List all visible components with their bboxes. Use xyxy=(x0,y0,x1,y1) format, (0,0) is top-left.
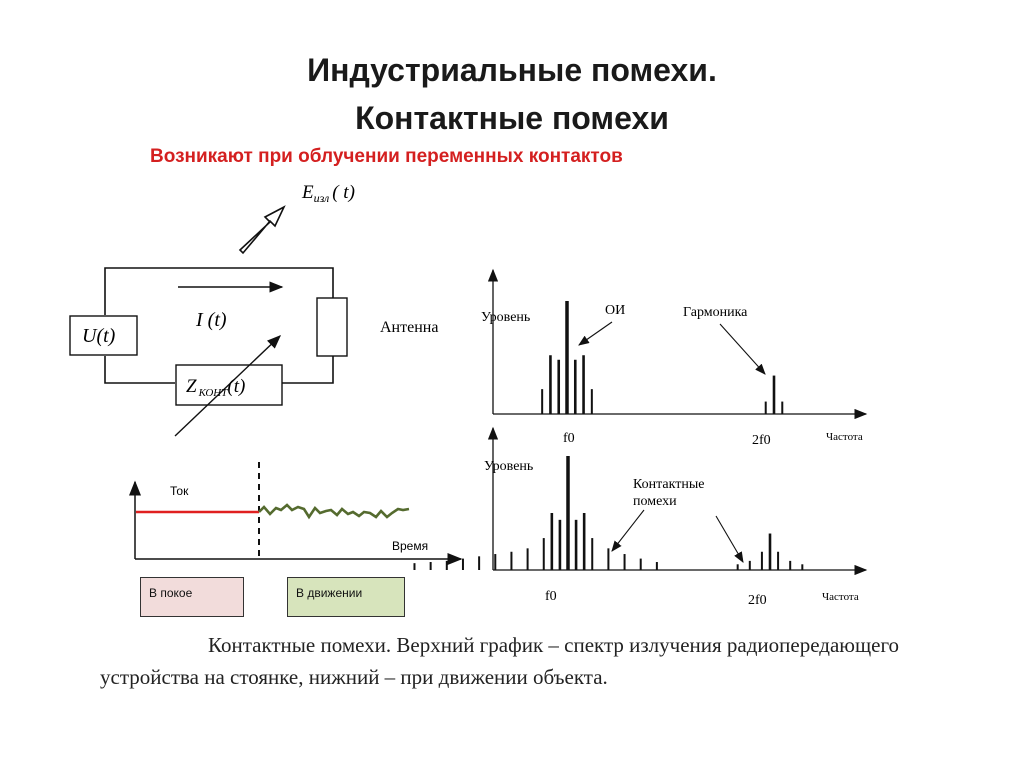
circuit-wire xyxy=(282,356,334,384)
page-title-line1: Индустриальные помехи. xyxy=(307,52,717,88)
current-axis-label: Ток xyxy=(170,484,189,498)
spectrum-bottom-bars xyxy=(413,456,804,570)
y-axis-label: Уровень xyxy=(484,459,533,474)
motion-current-line xyxy=(258,503,410,520)
tick-label-f0: f0 xyxy=(563,431,575,446)
tick-label-2f0: 2f0 xyxy=(748,593,767,608)
annotation-arrow xyxy=(715,515,744,563)
time-axis-label: Время xyxy=(392,539,428,553)
current-label: I (t) xyxy=(195,309,227,331)
annotation-arrow xyxy=(578,321,613,346)
current-time-plot: Ток Время xyxy=(129,462,463,565)
emission-label: Eизл( t) xyxy=(301,182,355,205)
emission-arrow xyxy=(238,205,286,255)
antenna-label: Антенна xyxy=(380,319,438,336)
circuit-wire xyxy=(104,356,175,384)
circuit-wire xyxy=(104,267,334,315)
spectrum-top-bars xyxy=(541,301,784,414)
x-axis-label: Частота xyxy=(826,431,863,443)
annotation-arrow xyxy=(611,509,645,552)
x-axis-label: Частота xyxy=(822,591,859,603)
tick-label-f0: f0 xyxy=(545,589,557,604)
annotation-arrow xyxy=(719,323,766,375)
annotation-oi: ОИ xyxy=(605,303,625,318)
subtitle: Возникают при облучении переменных конта… xyxy=(150,146,623,167)
spectrum-bottom: Уровень Частота f0 2f0 Контактные помехи xyxy=(413,426,868,608)
annotation-contact-line1: Контактные xyxy=(633,477,704,492)
figure-caption-line1: Контактные помехи. Верхний график – спек… xyxy=(208,633,900,657)
spectrum-top: Уровень Частота f0 2f0 ОИ Гармоника xyxy=(481,268,868,448)
annotation-harmonic: Гармоника xyxy=(683,305,748,320)
state-motion-box: В движении xyxy=(287,577,405,617)
state-rest-box: В покое xyxy=(140,577,244,617)
source-label: U(t) xyxy=(82,325,116,347)
y-axis-label: Уровень xyxy=(481,310,530,325)
figure-caption-line2: устройства на стоянке, нижний – при движ… xyxy=(100,665,608,689)
antenna-element xyxy=(316,297,348,357)
annotation-contact-line2: помехи xyxy=(633,494,677,509)
source-box xyxy=(69,315,138,356)
page-title-line2: Контактные помехи xyxy=(355,100,669,136)
variable-contact-arrow xyxy=(174,335,282,437)
tick-label-2f0: 2f0 xyxy=(752,433,771,448)
